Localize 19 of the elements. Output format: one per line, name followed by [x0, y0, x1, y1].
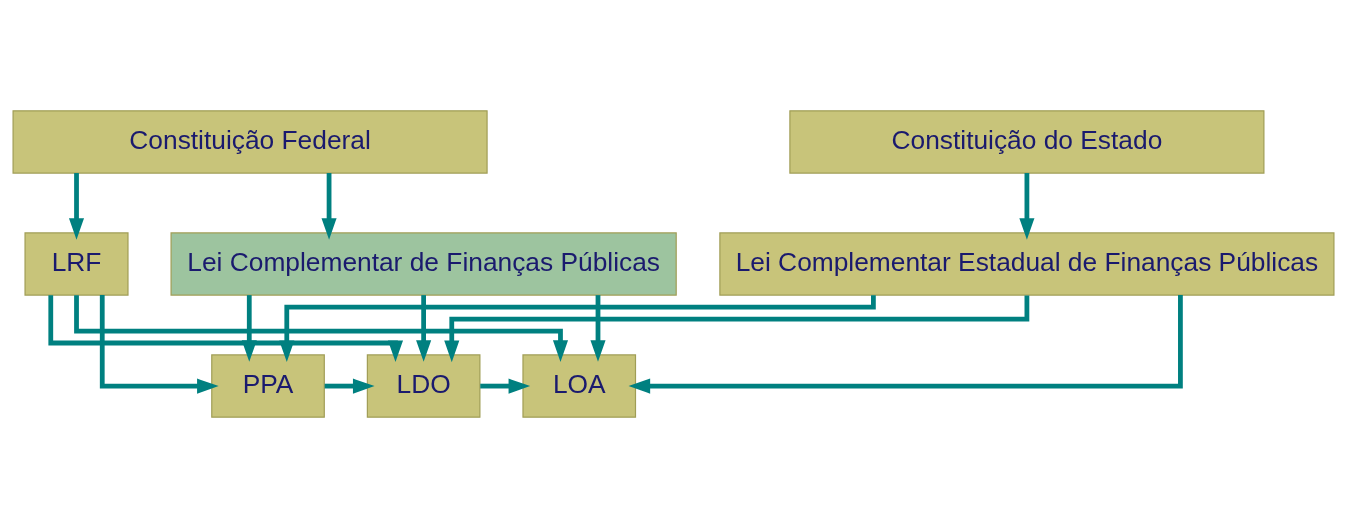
node-box: PPA — [211, 353, 325, 418]
arrow — [279, 294, 876, 362]
node-box: Lei Complementar de Finanças Públicas — [170, 231, 677, 296]
arrow — [480, 378, 531, 394]
node-box: Constituição do Estado — [789, 109, 1265, 174]
arrow — [99, 294, 219, 394]
node-box: LRF — [24, 231, 129, 296]
node-box: Constituição Federal — [12, 109, 488, 174]
node-box: LOA — [522, 353, 637, 418]
node-box: Lei Complementar Estadual de Finanças Públicas — [719, 231, 1335, 296]
node-box: LDO — [366, 353, 481, 418]
arrow — [1019, 172, 1035, 240]
arrow — [590, 294, 606, 362]
arrow — [416, 294, 432, 362]
arrow — [324, 378, 375, 394]
arrow — [68, 172, 85, 240]
arrow — [628, 294, 1183, 394]
arrow — [321, 172, 337, 240]
arrow — [444, 294, 1030, 362]
